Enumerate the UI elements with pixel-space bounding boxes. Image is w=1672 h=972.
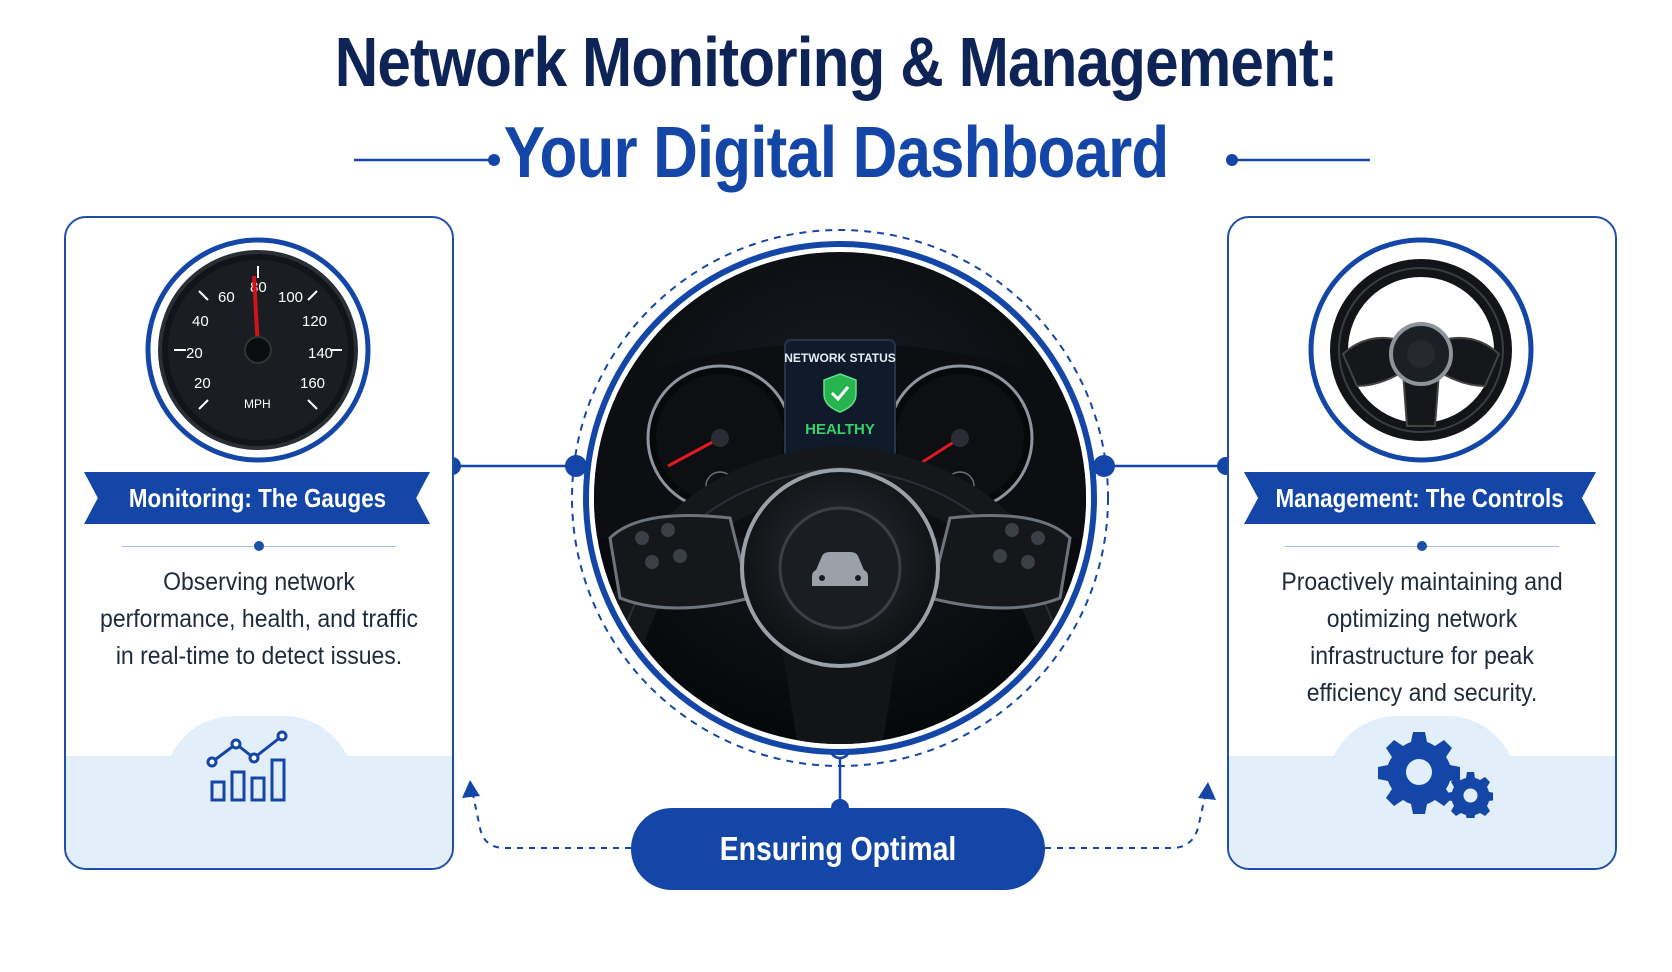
- gauge-tick: 20: [186, 345, 203, 362]
- network-status-title: NETWORK STATUS: [784, 351, 896, 365]
- gauge-tick: 60: [218, 289, 235, 306]
- gauge-unit: MPH: [244, 397, 271, 411]
- dashed-arrow-left: [471, 789, 631, 849]
- title-dot-left: [488, 154, 500, 166]
- gauge-tick: 160: [300, 375, 325, 392]
- network-status-value: HEALTHY: [805, 421, 875, 438]
- car-dashboard: NETWORK STATUS HEALTHY: [583, 241, 1097, 755]
- card-divider-dot: [1417, 541, 1427, 551]
- line-bar-chart-icon: [206, 730, 288, 802]
- steering-wheel-icon: [1308, 237, 1534, 463]
- monitoring-ribbon: Monitoring: The Gauges: [84, 472, 430, 524]
- monitoring-description: Observing network performance, health, a…: [100, 568, 418, 670]
- ensuring-optimal-operation-pill: Ensuring Optimal Operation: [631, 808, 1045, 949]
- connector-left-dot-inner: [565, 455, 587, 477]
- speedometer-icon: 20 20 40 60 80 100 120 140 160 MPH: [145, 237, 371, 463]
- gauge-tick: 120: [302, 313, 327, 330]
- arrow-head-left: [462, 780, 480, 798]
- gauge-tick: 100: [278, 289, 303, 306]
- dashed-arrow-right: [1045, 791, 1207, 849]
- title-line-1: Network Monitoring & Management:: [334, 23, 1338, 101]
- management-card: Proactively maintaining and optimizing n…: [1227, 216, 1617, 870]
- gauge-tick: 20: [194, 375, 211, 392]
- management-ribbon: Management: The Controls: [1244, 472, 1596, 524]
- arrow-head-right: [1198, 782, 1216, 800]
- monitoring-card: Observing network performance, health, a…: [64, 216, 454, 870]
- title-line-2: Your Digital Dashboard: [503, 113, 1169, 193]
- card-divider-dot: [254, 541, 264, 551]
- card-footer: [66, 756, 452, 868]
- gauge-tick: 140: [308, 345, 333, 362]
- gears-icon: [1378, 732, 1493, 818]
- connector-right-dot-inner: [1093, 455, 1115, 477]
- shield-check-icon: [823, 373, 857, 413]
- car-logo-icon: [812, 552, 868, 586]
- gauge-tick: 40: [192, 313, 209, 330]
- management-description: Proactively maintaining and optimizing n…: [1281, 568, 1563, 707]
